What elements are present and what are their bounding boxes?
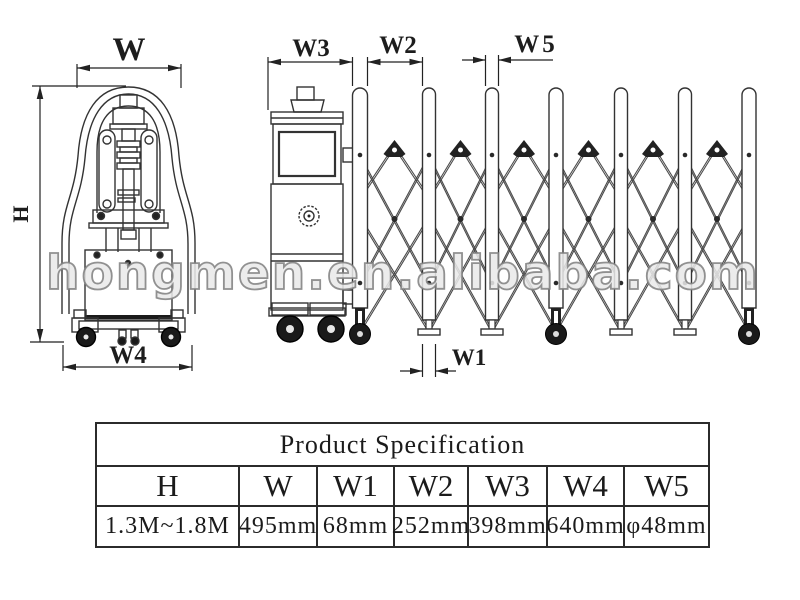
caster-hub xyxy=(357,331,363,337)
peak-pivot xyxy=(391,146,398,154)
dimension-label-w2: W2 xyxy=(379,32,417,59)
caster-hub xyxy=(553,331,559,337)
post-foot-plate xyxy=(417,328,441,336)
peak-pivot xyxy=(520,146,528,154)
post-pivot xyxy=(682,280,688,286)
gate-post xyxy=(484,87,500,321)
peak-pivot xyxy=(649,146,657,154)
lattice-bars xyxy=(684,143,750,334)
post-foot-neck xyxy=(617,319,625,330)
spec-col-header-w5: W5 xyxy=(623,467,708,507)
post-foot-neck xyxy=(681,319,689,330)
spec-value-w4: 640mm xyxy=(546,507,624,546)
spec-col-header-w4: W4 xyxy=(546,467,623,507)
post-pivot xyxy=(357,152,363,158)
spec-col-header-w3: W3 xyxy=(467,467,546,507)
post-pivot xyxy=(746,152,752,158)
lattice-bars xyxy=(359,144,430,334)
spec-col-header-w2: W2 xyxy=(393,467,467,507)
gate-post xyxy=(421,87,437,321)
mid-pivot xyxy=(585,216,592,222)
post-foot-neck xyxy=(488,319,496,330)
gate-post xyxy=(351,87,369,309)
dimension-label-w3: W3 xyxy=(292,35,330,62)
gate-post xyxy=(613,87,629,321)
post-pivot xyxy=(489,280,495,286)
post-pivot xyxy=(618,152,624,158)
dimension-lines xyxy=(30,55,553,377)
spec-value-w3: 398mm xyxy=(467,507,546,546)
post-pivot xyxy=(682,152,688,158)
lattice-bars xyxy=(620,143,686,334)
product-spec-table: Product Specification H W W1 W2 W3 W4 W5… xyxy=(95,422,710,548)
spec-value-w5: φ48mm xyxy=(623,507,708,546)
front-view xyxy=(61,86,196,348)
mid-pivot xyxy=(457,216,464,222)
post-pivot xyxy=(489,152,495,158)
post-foot-plate xyxy=(673,328,697,336)
spec-col-header-h: H xyxy=(97,467,238,507)
mid-pivot xyxy=(650,216,656,222)
post-pivot xyxy=(553,280,559,286)
mid-pivot xyxy=(714,216,720,222)
dimension-label-h: H xyxy=(8,205,33,222)
spec-table-title: Product Specification xyxy=(97,424,708,467)
lattice-bars xyxy=(555,143,622,334)
caster-stem-slot xyxy=(358,311,362,325)
spec-value-w2: 252mm xyxy=(392,507,469,546)
post-pivot xyxy=(426,152,432,158)
mid-pivot xyxy=(521,216,527,222)
gate-accordion-structure xyxy=(349,87,760,345)
dimension-label-w: W xyxy=(113,32,146,68)
dimension-label-w1: W1 xyxy=(452,345,487,370)
caster-hub xyxy=(746,331,752,337)
post-foot-neck xyxy=(425,319,433,330)
spec-col-header-w: W xyxy=(238,467,316,507)
peak-pivot xyxy=(585,146,592,154)
spec-value-w: 495mm xyxy=(238,507,316,546)
dimension-label-w5: W5 xyxy=(514,31,558,58)
post-foot-plate xyxy=(480,328,504,336)
spec-value-row: 1.3M~1.8M 495mm 68mm 252mm 398mm 640mm φ… xyxy=(97,507,708,546)
post-foot-plate xyxy=(609,328,633,336)
gate-post xyxy=(677,87,693,321)
post-pivot xyxy=(553,152,559,158)
peak-pivot xyxy=(713,146,721,154)
dimension-label-w4: W4 xyxy=(109,342,147,369)
spec-col-header-w1: W1 xyxy=(316,467,393,507)
mid-pivot xyxy=(391,216,398,222)
caster-stem-slot xyxy=(554,311,558,325)
peak-pivot xyxy=(457,146,464,154)
spec-value-w1: 68mm xyxy=(316,507,393,546)
spec-header-row: H W W1 W2 W3 W4 W5 xyxy=(97,467,708,507)
post-pivot xyxy=(357,280,363,286)
gate-post xyxy=(548,87,564,309)
post-pivot xyxy=(618,280,624,286)
lattice-bars xyxy=(491,143,557,334)
side-view-trolley xyxy=(268,86,354,343)
lattice-bars xyxy=(428,143,493,334)
post-pivot xyxy=(426,280,432,286)
post-pivot xyxy=(746,280,752,286)
gate-post xyxy=(741,87,757,309)
caster-stem-slot xyxy=(747,311,751,325)
spec-value-h: 1.3M~1.8M xyxy=(105,513,230,539)
